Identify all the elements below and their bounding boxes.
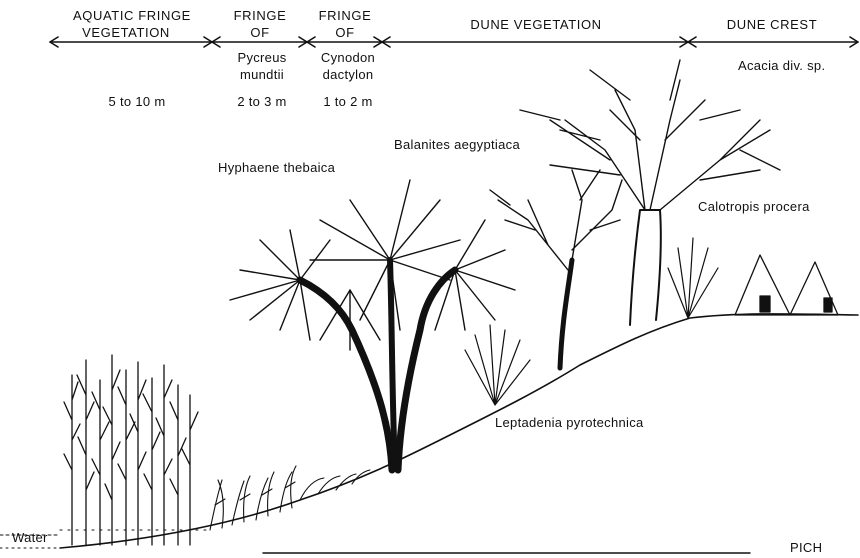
balanites-tree bbox=[490, 170, 622, 368]
zone-width-pycreus: 2 to 3 m bbox=[237, 94, 286, 109]
zone-width-cynodon: 1 to 2 m bbox=[323, 94, 372, 109]
leptadenia-shrub bbox=[465, 325, 530, 405]
zone-title-aquatic-line1: AQUATIC FRINGE bbox=[73, 8, 191, 23]
hut-1-door bbox=[760, 296, 770, 312]
label-leptadenia-pyrotechnica: Leptadenia pyrotechnica bbox=[495, 415, 644, 430]
palm-fronds bbox=[230, 180, 515, 350]
zone-title-pycreus-line1: FRINGE bbox=[234, 8, 287, 23]
label-balanites-aegyptiaca: Balanites aegyptiaca bbox=[394, 137, 520, 152]
zone-title-dune-crest: DUNE CREST bbox=[727, 17, 818, 32]
label-water: Water bbox=[12, 530, 48, 545]
zone-title-dune-vegetation: DUNE VEGETATION bbox=[470, 17, 601, 32]
dune-slope-line bbox=[60, 314, 858, 548]
artist-signature: PICH bbox=[790, 540, 822, 555]
zone-species-cynodon-line1: Cynodon bbox=[321, 50, 375, 65]
zone-title-cynodon-line1: FRINGE bbox=[319, 8, 372, 23]
zone-width-aquatic: 5 to 10 m bbox=[109, 94, 166, 109]
label-acacia: Acacia div. sp. bbox=[738, 58, 825, 73]
calotropis-shrub bbox=[668, 238, 718, 318]
zone-title-pycreus-line2: OF bbox=[250, 25, 269, 40]
plant-labels: Hyphaene thebaica Balanites aegyptiaca A… bbox=[12, 58, 825, 545]
hyphaene-palm bbox=[230, 180, 515, 470]
aquatic-reeds bbox=[60, 355, 210, 545]
label-hyphaene-thebaica: Hyphaene thebaica bbox=[218, 160, 336, 175]
village-huts bbox=[735, 255, 838, 315]
zone-title-aquatic-line2: VEGETATION bbox=[82, 25, 170, 40]
label-calotropis-procera: Calotropis procera bbox=[698, 199, 810, 214]
zone-headers: AQUATIC FRINGE VEGETATION FRINGE OF FRIN… bbox=[73, 8, 817, 109]
acacia-branches bbox=[520, 60, 780, 210]
zone-species-pycreus-line2: mundtii bbox=[240, 67, 284, 82]
zone-species-pycreus-line1: Pycreus bbox=[237, 50, 286, 65]
acacia-tree bbox=[520, 60, 780, 325]
zone-arrows bbox=[50, 37, 858, 47]
zone-species-cynodon-line2: dactylon bbox=[323, 67, 374, 82]
hut-2-door bbox=[824, 298, 832, 312]
zone-title-cynodon-line2: OF bbox=[335, 25, 354, 40]
